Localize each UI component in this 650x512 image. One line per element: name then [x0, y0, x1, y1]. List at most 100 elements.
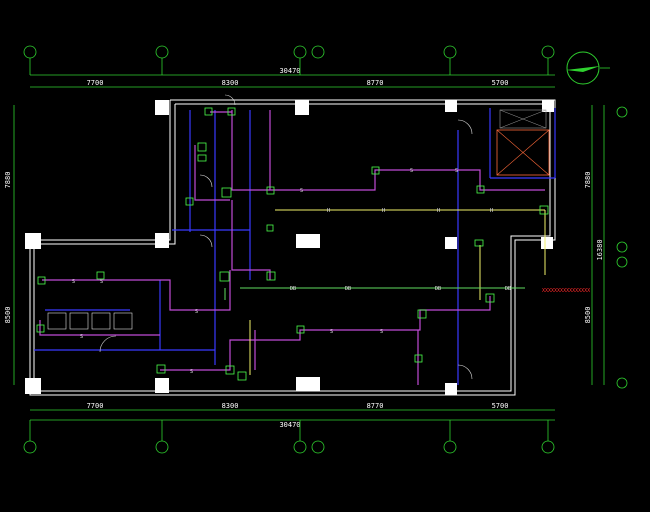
equipment-box: [37, 276, 46, 285]
grid-bubble-top-1: [23, 45, 37, 75]
column: [296, 377, 320, 391]
bottom-dim-1: 7700: [87, 402, 104, 410]
grid-bubble-top-3: [293, 45, 307, 75]
left-dim-2: 8500: [4, 307, 12, 324]
right-dim-3: 8500: [584, 307, 592, 324]
equipment-box: [185, 197, 194, 206]
equipment-box: [414, 354, 423, 363]
top-total-dim: 30470: [279, 67, 300, 75]
column: [25, 233, 41, 249]
grid-bubble-bottom-6: [541, 420, 555, 454]
equipment-box: [266, 224, 274, 232]
duct-label: H: [437, 208, 440, 214]
equipment-boxes: [36, 107, 549, 381]
grid-bubble-bottom-4: [311, 440, 325, 454]
equipment-box: [485, 293, 495, 303]
duct-label: S: [300, 188, 303, 194]
grid-bubble-top-6: [541, 45, 555, 75]
equipment-box: [417, 309, 427, 319]
column: [295, 100, 309, 115]
yellow-ducts: [249, 209, 546, 375]
bottom-dim-4: 5700: [492, 402, 509, 410]
top-dim-1: 7700: [87, 79, 104, 87]
duct-labels: S S S S S S S S S S DB DB DB DB H H H H: [72, 168, 511, 375]
equipment-box: [156, 364, 166, 374]
grid-bubble-bottom-1: [23, 420, 37, 454]
grid-bubble-top-4: [311, 45, 325, 59]
column: [445, 237, 457, 249]
top-dim-4: 5700: [492, 79, 509, 87]
washroom-stalls: [47, 312, 133, 353]
grid-bubble-right-1: [616, 106, 628, 118]
grid-bubble-bottom-2: [155, 420, 169, 454]
column: [296, 234, 320, 248]
column: [445, 100, 457, 112]
top-dimension-group: 7700 8300 8770 5700 30470: [30, 67, 555, 88]
duct-label: S: [330, 329, 333, 335]
columns: [25, 100, 554, 395]
duct-label: S: [195, 309, 198, 315]
duct-label: S: [72, 279, 75, 285]
grid-bubble-right-3: [616, 256, 628, 268]
duct-label: S: [380, 329, 383, 335]
equipment-box: [237, 371, 247, 381]
bottom-dim-2: 8300: [222, 402, 239, 410]
equipment-box: [221, 187, 232, 198]
right-dim-1: 7880: [584, 172, 592, 189]
bottom-total-dim: 30470: [279, 421, 300, 429]
equipment-box: [296, 325, 305, 334]
duct-label: DB: [505, 286, 511, 292]
top-dim-2: 8300: [222, 79, 239, 87]
grid-bubble-bottom-5: [443, 420, 457, 454]
grid-bubble-right-2: [616, 241, 628, 253]
equipment-box: [36, 324, 45, 333]
equipment-box: [539, 205, 549, 215]
green-ducts: [224, 287, 525, 300]
column: [155, 233, 169, 248]
duct-label: S: [100, 279, 103, 285]
red-annotation: XXXXXXXXXXXXXXXX: [542, 288, 590, 294]
stair-shaft: [496, 109, 550, 176]
equipment-box: [266, 271, 276, 281]
top-dim-3: 8770: [367, 79, 384, 87]
equipment-box: [197, 142, 207, 152]
bottom-dimension-group: 7700 8300 8770 5700 30470: [30, 402, 555, 429]
equipment-box: [266, 186, 275, 195]
equipment-box: [227, 107, 236, 116]
duct-label: H: [382, 208, 385, 214]
grid-bubble-top-5: [443, 45, 457, 75]
column: [25, 378, 41, 394]
supply-ducts: [39, 110, 545, 385]
equipment-box: [474, 239, 484, 247]
duct-label: S: [410, 168, 413, 174]
column: [541, 237, 553, 249]
right-dimension-group: 7880 16380 8500: [584, 105, 605, 385]
duct-label: S: [80, 334, 83, 340]
north-arrow-icon: [566, 51, 610, 85]
bottom-dim-3: 8770: [367, 402, 384, 410]
exterior-walls: [29, 99, 556, 396]
grid-bubble-top-2: [155, 45, 169, 75]
equipment-box: [371, 166, 380, 175]
equipment-box: [225, 365, 235, 375]
column: [155, 100, 169, 115]
duct-label: DB: [435, 286, 441, 292]
column: [542, 100, 554, 112]
equipment-box: [476, 185, 485, 194]
grid-bubbles: [23, 45, 628, 454]
left-dim-1: 7880: [4, 172, 12, 189]
right-dim-2: 16380: [596, 239, 604, 260]
column: [445, 383, 457, 395]
duct-label: S: [455, 168, 458, 174]
column: [155, 378, 169, 393]
door-swings: [199, 94, 473, 380]
equipment-box: [219, 271, 230, 282]
duct-label: S: [190, 369, 193, 375]
grid-bubble-right-4: [616, 377, 628, 389]
duct-label: DB: [290, 286, 296, 292]
duct-label: DB: [345, 286, 351, 292]
grid-bubble-bottom-3: [293, 420, 307, 454]
equipment-box: [96, 271, 105, 280]
